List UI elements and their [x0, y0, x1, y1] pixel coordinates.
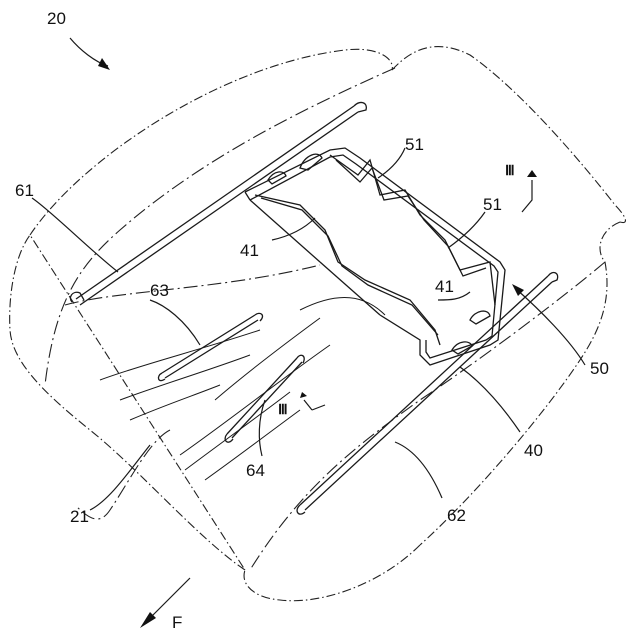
label-51-upper: 51: [405, 135, 424, 154]
forward-direction-arrow: F: [140, 578, 190, 632]
label-64: 64: [246, 461, 265, 480]
clip-rod-62: [297, 273, 558, 515]
label-50: 50: [590, 359, 609, 378]
section-mark-upper: Ⅲ: [505, 164, 537, 212]
label-F: F: [172, 613, 182, 632]
label-61: 61: [15, 181, 34, 200]
label-20: 20: [47, 9, 66, 28]
label-62: 62: [447, 506, 466, 525]
clip-rod-61: [70, 103, 366, 305]
clip-loops: [268, 154, 490, 354]
leader-arrowheads: [98, 58, 524, 296]
label-41-upper: 41: [240, 241, 259, 260]
section-arrow-upper: [527, 170, 537, 177]
section-arrow-lower: [300, 392, 307, 398]
clip-rod-63: [158, 313, 262, 380]
label-21: 21: [70, 507, 89, 526]
seat-cushion-outline: [10, 47, 626, 601]
label-63: 63: [150, 281, 169, 300]
seat-contour-seams: [45, 68, 605, 570]
frame-wire-40: [245, 148, 505, 365]
section-label-lower: Ⅲ: [278, 403, 288, 418]
leader-lines: [32, 38, 585, 510]
clip-rod-64: [225, 355, 304, 442]
arrowhead-20: [98, 58, 110, 70]
section-label-upper: Ⅲ: [505, 164, 515, 179]
label-41-lower: 41: [435, 277, 454, 296]
support-wire-50: [255, 155, 495, 345]
label-40: 40: [524, 441, 543, 460]
label-51-lower: 51: [483, 195, 502, 214]
